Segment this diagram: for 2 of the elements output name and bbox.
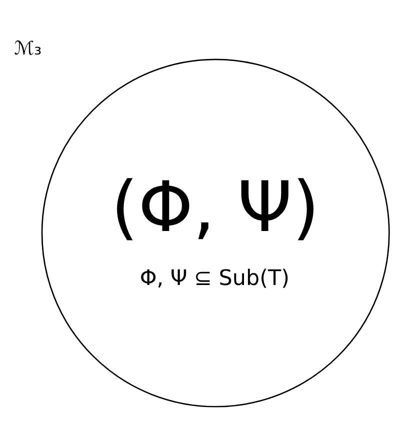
node-label: ℳ₃ xyxy=(14,38,42,60)
node-circle: (Φ, Ψ) Φ, Ψ ⊆ Sub(T) xyxy=(41,58,390,408)
